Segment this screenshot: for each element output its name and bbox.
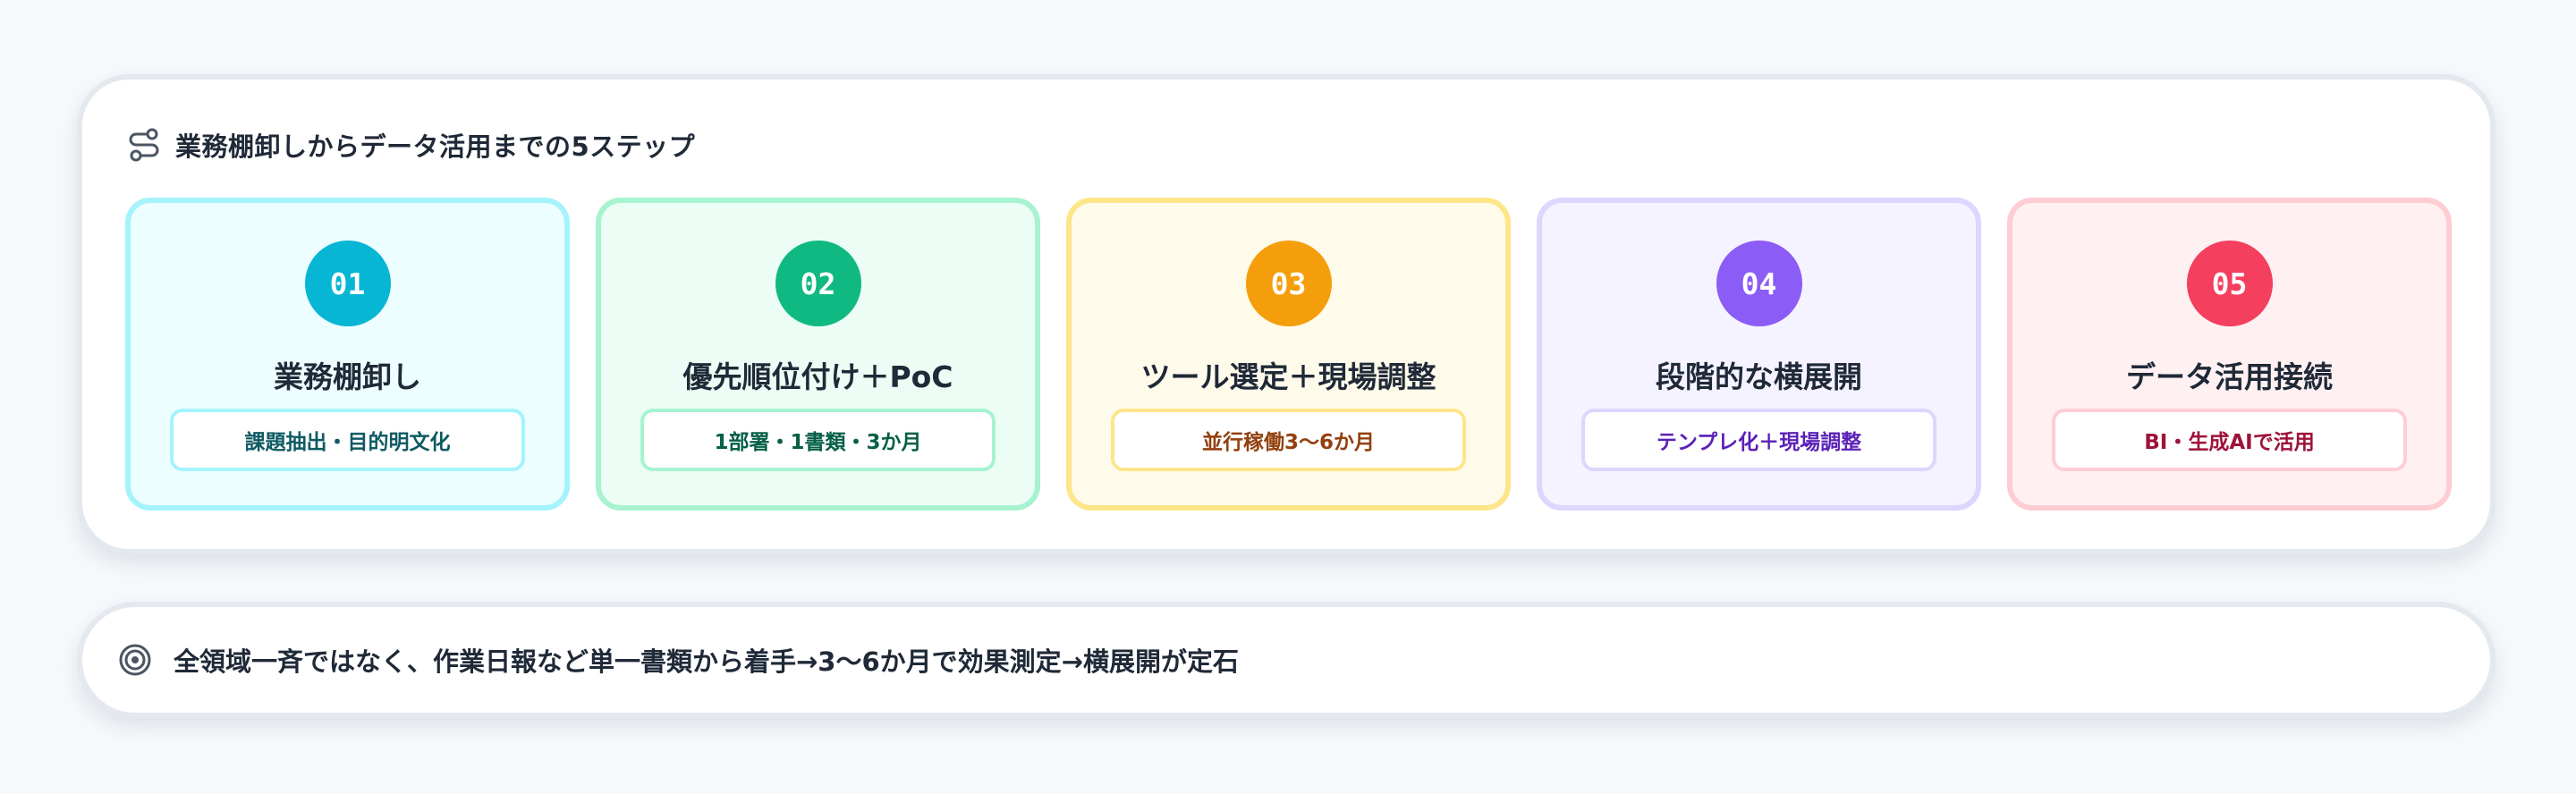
step-tag: 並行稼働3〜6か月 bbox=[1111, 409, 1466, 471]
step-title: データ活用接続 bbox=[2126, 359, 2333, 394]
step-tag: テンプレ化＋現場調整 bbox=[1581, 409, 1936, 471]
panel-title: 業務棚卸しからデータ活用までの5ステップ bbox=[175, 131, 696, 162]
step-tag: 1部署・1書類・3か月 bbox=[640, 409, 996, 471]
target-icon bbox=[116, 641, 154, 679]
step-card: 02 優先順位付け＋PoC 1部署・1書類・3か月 bbox=[596, 198, 1040, 511]
steps-row: 01 業務棚卸し 課題抽出・目的明文化 02 優先順位付け＋PoC 1部署・1書… bbox=[125, 198, 2452, 511]
step-number-badge: 03 bbox=[1245, 241, 1332, 326]
summary-bar: 全領域一斉ではなく、作業日報など単一書類から着手→3〜6か月で効果測定→横展開が… bbox=[77, 602, 2496, 718]
panel-header: 業務棚卸しからデータ活用までの5ステップ bbox=[125, 122, 695, 167]
step-title: 優先順位付け＋PoC bbox=[682, 359, 953, 394]
step-card: 01 業務棚卸し 課題抽出・目的明文化 bbox=[125, 198, 570, 511]
route-icon bbox=[125, 126, 163, 164]
step-number-badge: 05 bbox=[2186, 241, 2273, 326]
step-title: ツール選定＋現場調整 bbox=[1140, 359, 1436, 394]
summary-text: 全領域一斉ではなく、作業日報など単一書類から着手→3〜6か月で効果測定→横展開が… bbox=[174, 646, 1239, 677]
step-tag: BI・生成AIで活用 bbox=[2052, 409, 2407, 471]
step-tag: 課題抽出・目的明文化 bbox=[170, 409, 525, 471]
step-number-badge: 02 bbox=[775, 241, 861, 326]
step-title: 業務棚卸し bbox=[274, 359, 421, 394]
step-number-badge: 01 bbox=[304, 241, 391, 326]
step-card: 05 データ活用接続 BI・生成AIで活用 bbox=[2007, 198, 2452, 511]
step-number-badge: 04 bbox=[1716, 241, 1802, 326]
step-card: 03 ツール選定＋現場調整 並行稼働3〜6か月 bbox=[1066, 198, 1511, 511]
step-title: 段階的な横展開 bbox=[1656, 359, 1862, 394]
steps-panel: 業務棚卸しからデータ活用までの5ステップ 01 業務棚卸し 課題抽出・目的明文化… bbox=[77, 74, 2496, 554]
step-card: 04 段階的な横展開 テンプレ化＋現場調整 bbox=[1537, 198, 1981, 511]
